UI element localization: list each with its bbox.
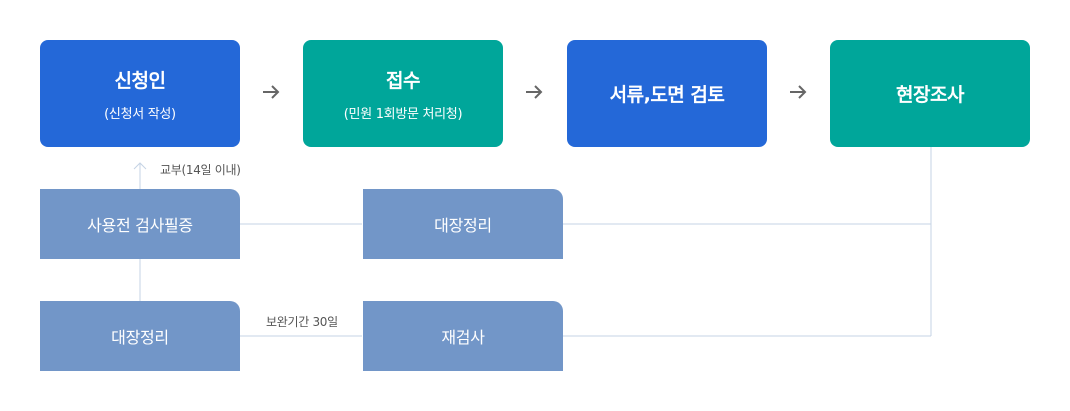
step-applicant: 신청인 (신청서 작성) xyxy=(40,40,240,147)
step-reception-title: 접수 xyxy=(386,69,420,92)
arrow-up-icon xyxy=(133,162,147,170)
step-applicant-title: 신청인 xyxy=(114,69,166,92)
step-document-review-title: 서류,도면 검토 xyxy=(609,84,725,106)
step-reception-subtitle: (민원 1회방문 처리청) xyxy=(343,106,463,122)
note-issue-period: 교부(14일 이내) xyxy=(160,163,241,177)
box-register-update-middle: 대장정리 xyxy=(363,189,563,259)
step-document-review: 서류,도면 검토 xyxy=(567,40,767,147)
step-site-survey-title: 현장조사 xyxy=(896,84,964,106)
step-applicant-subtitle: (신청서 작성) xyxy=(104,106,176,122)
box-register-update-bottom: 대장정리 xyxy=(40,301,240,371)
arrow-right-icon xyxy=(263,85,280,99)
note-supplement-period: 보완기간 30일 xyxy=(266,315,338,329)
arrow-right-icon xyxy=(526,85,543,99)
step-site-survey: 현장조사 xyxy=(830,40,1030,147)
box-reinspection: 재검사 xyxy=(363,301,563,371)
arrow-right-icon xyxy=(790,85,807,99)
step-reception: 접수 (민원 1회방문 처리청) xyxy=(303,40,503,147)
box-inspection-certificate: 사용전 검사필증 xyxy=(40,189,240,259)
